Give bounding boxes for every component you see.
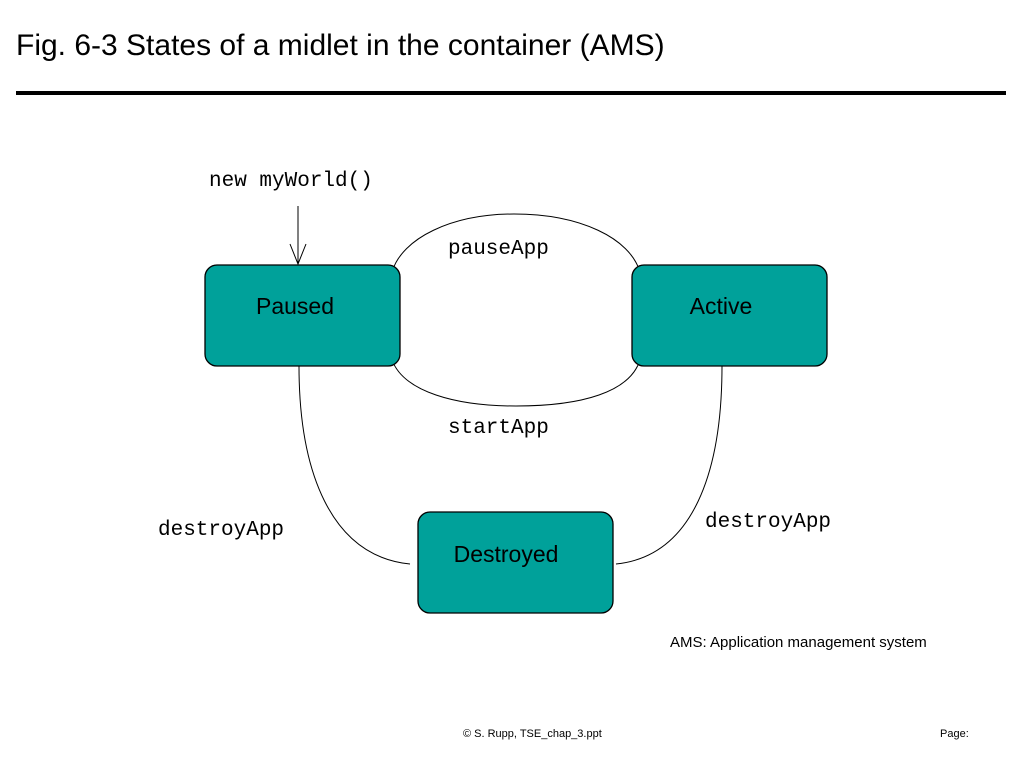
state-box-active — [631, 264, 828, 367]
state-label-paused: Paused — [256, 293, 334, 319]
slide-title: Fig. 6-3 States of a midlet in the conta… — [16, 29, 665, 62]
destroy-transition-arc-left — [298, 365, 411, 565]
initial-transition-arrow — [289, 206, 307, 266]
footer-copyright: © S. Rupp, TSE_chap_3.ppt — [463, 728, 602, 740]
transition-label-pauseapp: pauseApp — [448, 238, 549, 261]
start-transition-arc — [391, 359, 641, 407]
footer-page-label: Page: — [940, 728, 969, 740]
state-label-destroyed: Destroyed — [454, 541, 559, 567]
destroy-transition-arc-right — [615, 365, 723, 565]
transition-label-destroyapp-right: destroyApp — [705, 511, 831, 534]
title-divider — [16, 91, 1006, 95]
transition-label-constructor: new myWorld() — [209, 170, 373, 193]
ams-footnote: AMS: Application management system — [670, 634, 927, 651]
transition-label-startapp: startApp — [448, 417, 549, 440]
state-box-destroyed — [417, 511, 614, 614]
pause-transition-arc — [391, 213, 641, 273]
state-label-active: Active — [690, 293, 753, 319]
state-box-paused — [204, 264, 401, 367]
transition-label-destroyapp-left: destroyApp — [158, 519, 284, 542]
